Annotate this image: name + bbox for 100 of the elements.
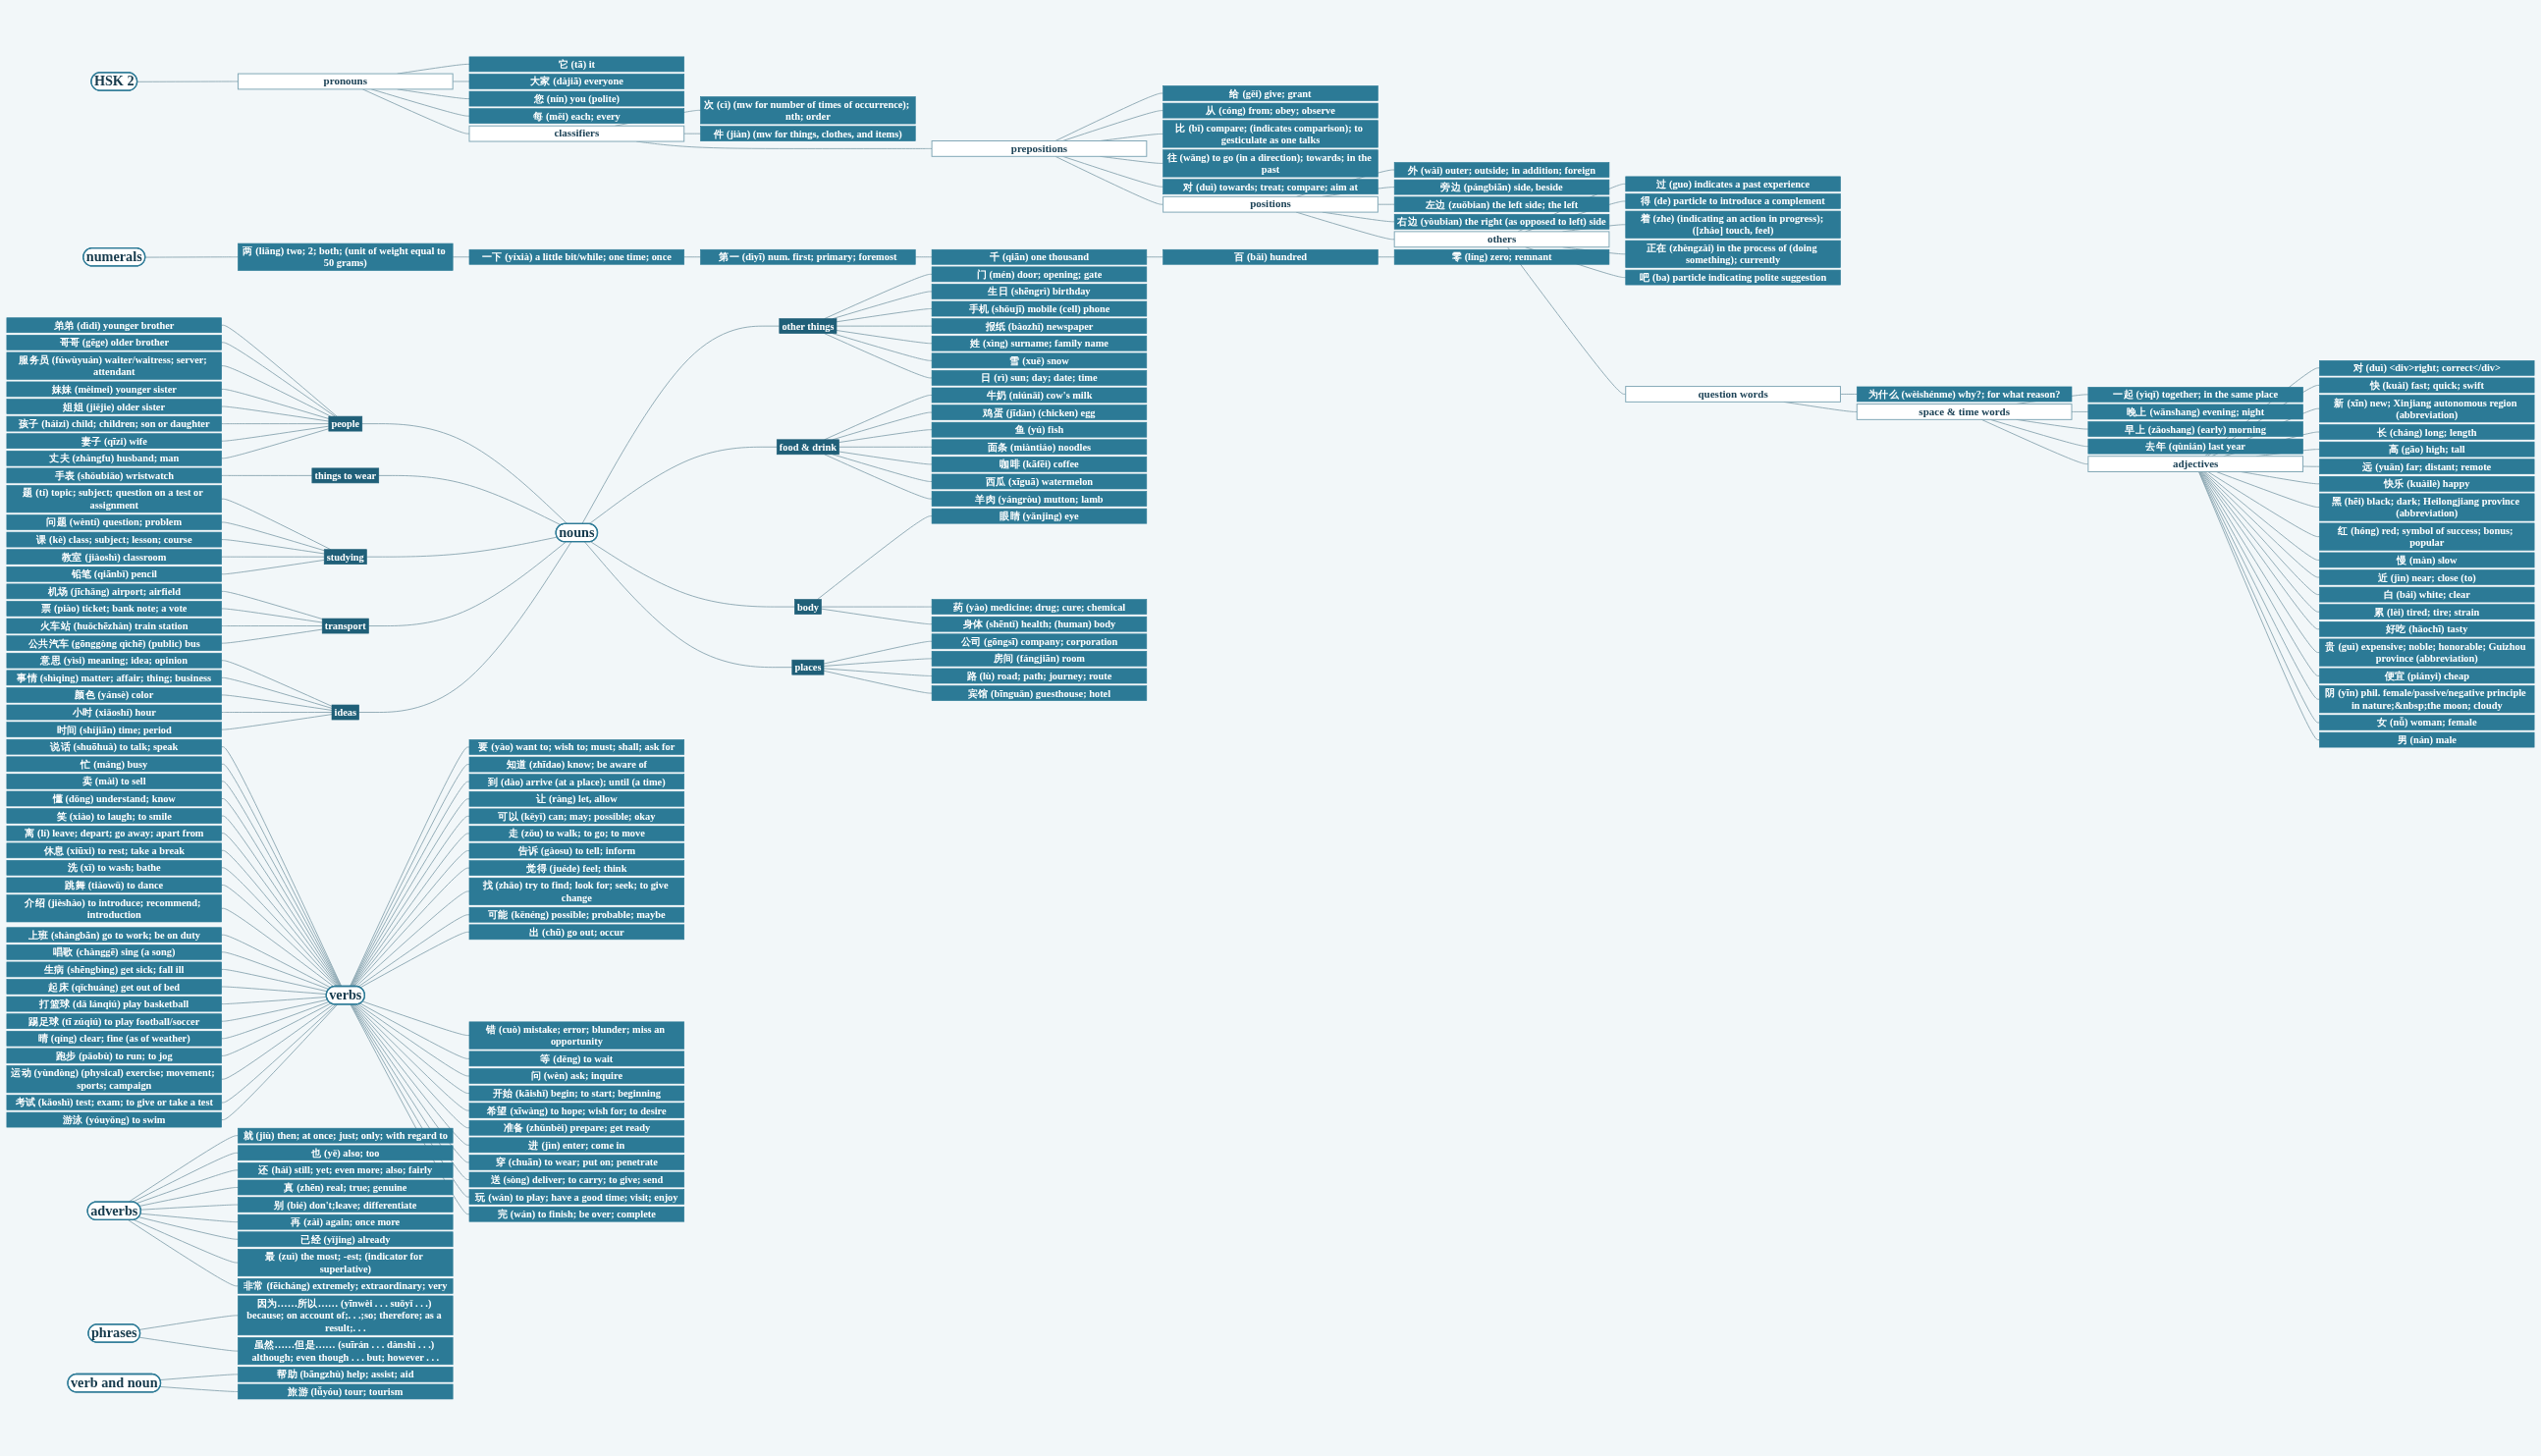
- node-box: others: [1393, 231, 1610, 248]
- node-box: 找 (zhǎo) try to find; look for; seek; to give change: [468, 877, 685, 906]
- connector: [836, 308, 933, 323]
- connector: [137, 1216, 239, 1240]
- connector: [823, 670, 933, 694]
- connector: [128, 1219, 239, 1287]
- connector: [144, 256, 239, 258]
- node-box: 介绍 (jièshào) to introduce; recommend; introduction: [6, 894, 222, 923]
- connector: [1377, 256, 1395, 258]
- connector: [832, 333, 933, 361]
- connector: [221, 405, 330, 422]
- connector: [221, 885, 337, 988]
- node-box: 高 (gāo) high; tall: [2319, 441, 2535, 458]
- connector: [836, 330, 933, 345]
- connector: [354, 890, 470, 988]
- node-box: 知道 (zhīdao) know; be aware of: [468, 756, 685, 773]
- node-box: 姓 (xìng) surname; family name: [931, 335, 1148, 351]
- connector: [838, 446, 933, 448]
- connector: [378, 475, 562, 526]
- node-box: 对 (duì) towards; treat; compare; aim at: [1162, 179, 1379, 195]
- node-box: 旁边 (pángbiān) side, beside: [1393, 179, 1610, 195]
- connector: [221, 428, 330, 459]
- node-box: 千 (qiān) one thousand: [931, 249, 1148, 265]
- node-box: 女 (nǚ) woman; female: [2319, 715, 2535, 730]
- node-box: 打篮球 (dǎ lánqiú) play basketball: [6, 996, 222, 1012]
- node-box: 卖 (mài) to sell: [6, 774, 222, 789]
- node-box: 时间 (shíjiān) time; period: [6, 722, 222, 737]
- connector: [221, 389, 330, 420]
- connector: [838, 429, 933, 444]
- node-box: other things: [779, 318, 838, 335]
- node-box: 面条 (miàntiáo) noodles: [931, 439, 1148, 456]
- node-box: 忙 (máng) busy: [6, 756, 222, 773]
- node-box: 再 (zài) again; once more: [238, 1213, 454, 1230]
- node-box: 男 (nán) male: [2319, 731, 2535, 748]
- node-box: positions: [1162, 195, 1379, 213]
- node-box: 觉得 (juéde) feel; think: [468, 860, 685, 876]
- node-box: 大家 (dàjiā) everyone: [468, 74, 685, 89]
- node-box: 黑 (hēi) black; dark; Heilongjiang province (abbreviation): [2319, 493, 2535, 521]
- node-box: 说话 (shuōhuà) to talk; speak: [6, 738, 222, 755]
- node-box: 教室 (jiàoshì) classroom: [6, 549, 222, 566]
- node-box: 往 (wǎng) to go (in a direction); towards; in the past: [1162, 149, 1379, 178]
- node-box: 颜色 (yánsè) color: [6, 687, 222, 703]
- connector: [362, 1000, 470, 1037]
- node-box: 跑步 (pǎobù) to run; to jog: [6, 1048, 222, 1064]
- connector: [221, 608, 323, 623]
- node-box: 公共汽车 (gōnggòng qìchē) (public) bus: [6, 635, 222, 652]
- node-box: 机场 (jīchǎng) airport; airfield: [6, 583, 222, 600]
- node-box: 手表 (shǒubiǎo) wristwatch: [6, 467, 222, 484]
- connector: [452, 81, 470, 82]
- node-box: 笑 (xiào) to laugh; to smile: [6, 808, 222, 824]
- connector: [221, 324, 338, 417]
- node-box: 可以 (kěyǐ) can; may; possible; okay: [468, 808, 685, 825]
- connector: [221, 521, 325, 552]
- node-box: 也 (yě) also; too: [238, 1145, 454, 1161]
- node-box: food & drink: [776, 439, 839, 456]
- node-box: pronouns: [237, 73, 454, 90]
- node-box: 哥哥 (gēge) older brother: [6, 335, 222, 351]
- node-box: 姐姐 (jiějie) older sister: [6, 399, 222, 414]
- connector: [1989, 418, 2089, 448]
- node-box: 慢 (màn) slow: [2319, 552, 2535, 568]
- node-box: 路 (lù) road; path; journey; route: [931, 668, 1148, 684]
- node-box: 咖啡 (kāfēi) coffee: [931, 457, 1148, 472]
- node-box: 每 (měi) each; every: [468, 108, 685, 125]
- node-box: 到 (dào) arrive (at a place); until (a time): [468, 774, 685, 790]
- connector: [221, 1003, 335, 1080]
- connector: [824, 395, 933, 441]
- connector: [132, 1152, 239, 1203]
- node-box: 眼睛 (yǎnjing) eye: [931, 508, 1148, 524]
- connector: [221, 628, 323, 644]
- node-box: 您 (nín) you (polite): [468, 90, 685, 107]
- connector: [1840, 394, 1858, 395]
- node-box: 晚上 (wǎnshang) evening; night: [2087, 404, 2303, 420]
- node-box: 右边 (yòubian) the right (as opposed to left) side: [1393, 214, 1610, 230]
- node-box: 贵 (guì) expensive; noble; honorable; Guizhou province (abbreviation): [2319, 638, 2535, 667]
- node-box: 别 (bié) don't;leave; differentiate: [238, 1197, 454, 1213]
- node-box: 去年 (qùnián) last year: [2087, 438, 2303, 455]
- node-box: 完 (wán) to finish; be over; complete: [468, 1206, 685, 1222]
- connector: [221, 590, 323, 620]
- node-box: 远 (yuǎn) far; distant; remote: [2319, 458, 2535, 475]
- connector: [683, 133, 701, 135]
- connector: [221, 625, 323, 627]
- node-box: 妻子 (qīzi) wife: [6, 433, 222, 450]
- connector: [2240, 471, 2320, 485]
- node-box: 快 (kuài) fast; quick; swift: [2319, 377, 2535, 394]
- connector: [1061, 110, 1164, 142]
- node-box: 问题 (wèntí) question; problem: [6, 514, 222, 530]
- node-box: 从 (cóng) from; obey; observe: [1162, 102, 1379, 119]
- node-box: 次 (cì) (mw for number of times of occurrence); nth; order: [700, 96, 916, 125]
- connector: [138, 1336, 239, 1352]
- connector: [820, 606, 933, 608]
- connector: [135, 1169, 239, 1205]
- connector: [824, 333, 933, 379]
- connector: [1377, 203, 1395, 205]
- connector: [2071, 411, 2089, 412]
- connector: [361, 423, 568, 525]
- node-box: 已经 (yǐjing) already: [238, 1231, 454, 1248]
- connector: [221, 951, 330, 991]
- node-box: 送 (sòng) deliver; to carry; to give; send: [468, 1171, 685, 1188]
- connector: [820, 608, 933, 625]
- connector: [824, 273, 933, 320]
